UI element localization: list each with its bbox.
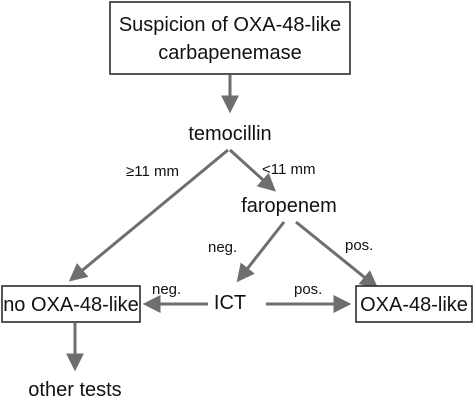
arrow-faropenem-to-oxa [295,220,379,289]
suspicion-line1: Suspicion of OXA-48-like [119,14,341,36]
oxa-box [355,285,473,323]
label-ge11: ≥11 mm [126,163,179,180]
arrow-temocillin-to-no-oxa [68,148,229,282]
label-ict-pos: pos. [294,281,322,298]
temocillin-node: temocillin [188,123,271,145]
faropenem-node: faropenem [241,195,337,217]
label-faropenem-neg: neg. [208,239,237,256]
oxa-node: OXA-48-like [355,285,473,323]
label-lt11: <11 mm [262,161,316,178]
suspicion-node: Suspicion of OXA-48-like carbapenemase [109,1,351,75]
ict-node: ICT [214,292,246,314]
no-oxa-label: no OXA-48-like [3,294,139,316]
suspicion-line2: carbapenemase [158,42,301,64]
no-oxa-box [1,285,141,323]
other-tests-node: other tests [28,379,121,401]
suspicion-box [109,1,351,75]
oxa-label: OXA-48-like [360,294,468,316]
label-ict-neg: neg. [152,281,181,298]
label-faropenem-pos: pos. [345,237,373,254]
no-oxa-node: no OXA-48-like [1,285,141,323]
arrow-temocillin-to-faropenem [228,148,277,192]
arrow-faropenem-to-ict [236,221,286,283]
